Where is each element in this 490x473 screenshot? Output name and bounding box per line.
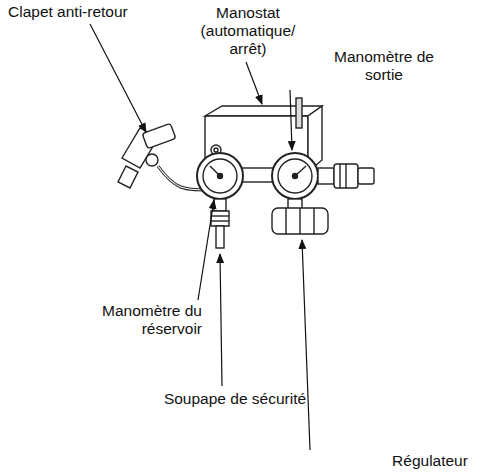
callout-label: Clapet anti-retour bbox=[8, 3, 158, 21]
safety-valve bbox=[211, 199, 229, 248]
check-valve bbox=[118, 123, 208, 190]
leader-line bbox=[290, 90, 292, 150]
leader-line bbox=[302, 240, 310, 450]
tank-gauge bbox=[197, 153, 243, 199]
leader-line bbox=[246, 62, 262, 104]
callout-label: Régulateur bbox=[380, 452, 480, 470]
leader-line bbox=[90, 24, 146, 132]
callout-label: Manomètre du réservoir bbox=[70, 302, 202, 338]
callout-label: Manostat (automatique/ arrêt) bbox=[196, 4, 300, 58]
outlet-gauge bbox=[272, 153, 318, 199]
manifold bbox=[240, 168, 276, 182]
regulator bbox=[272, 199, 328, 234]
leader-line bbox=[220, 254, 222, 386]
quick-coupler bbox=[318, 164, 374, 188]
callout-label: Manomètre de sortie bbox=[324, 48, 444, 84]
leader-line bbox=[198, 200, 214, 300]
callout-label: Soupape de sécurité bbox=[150, 390, 320, 408]
